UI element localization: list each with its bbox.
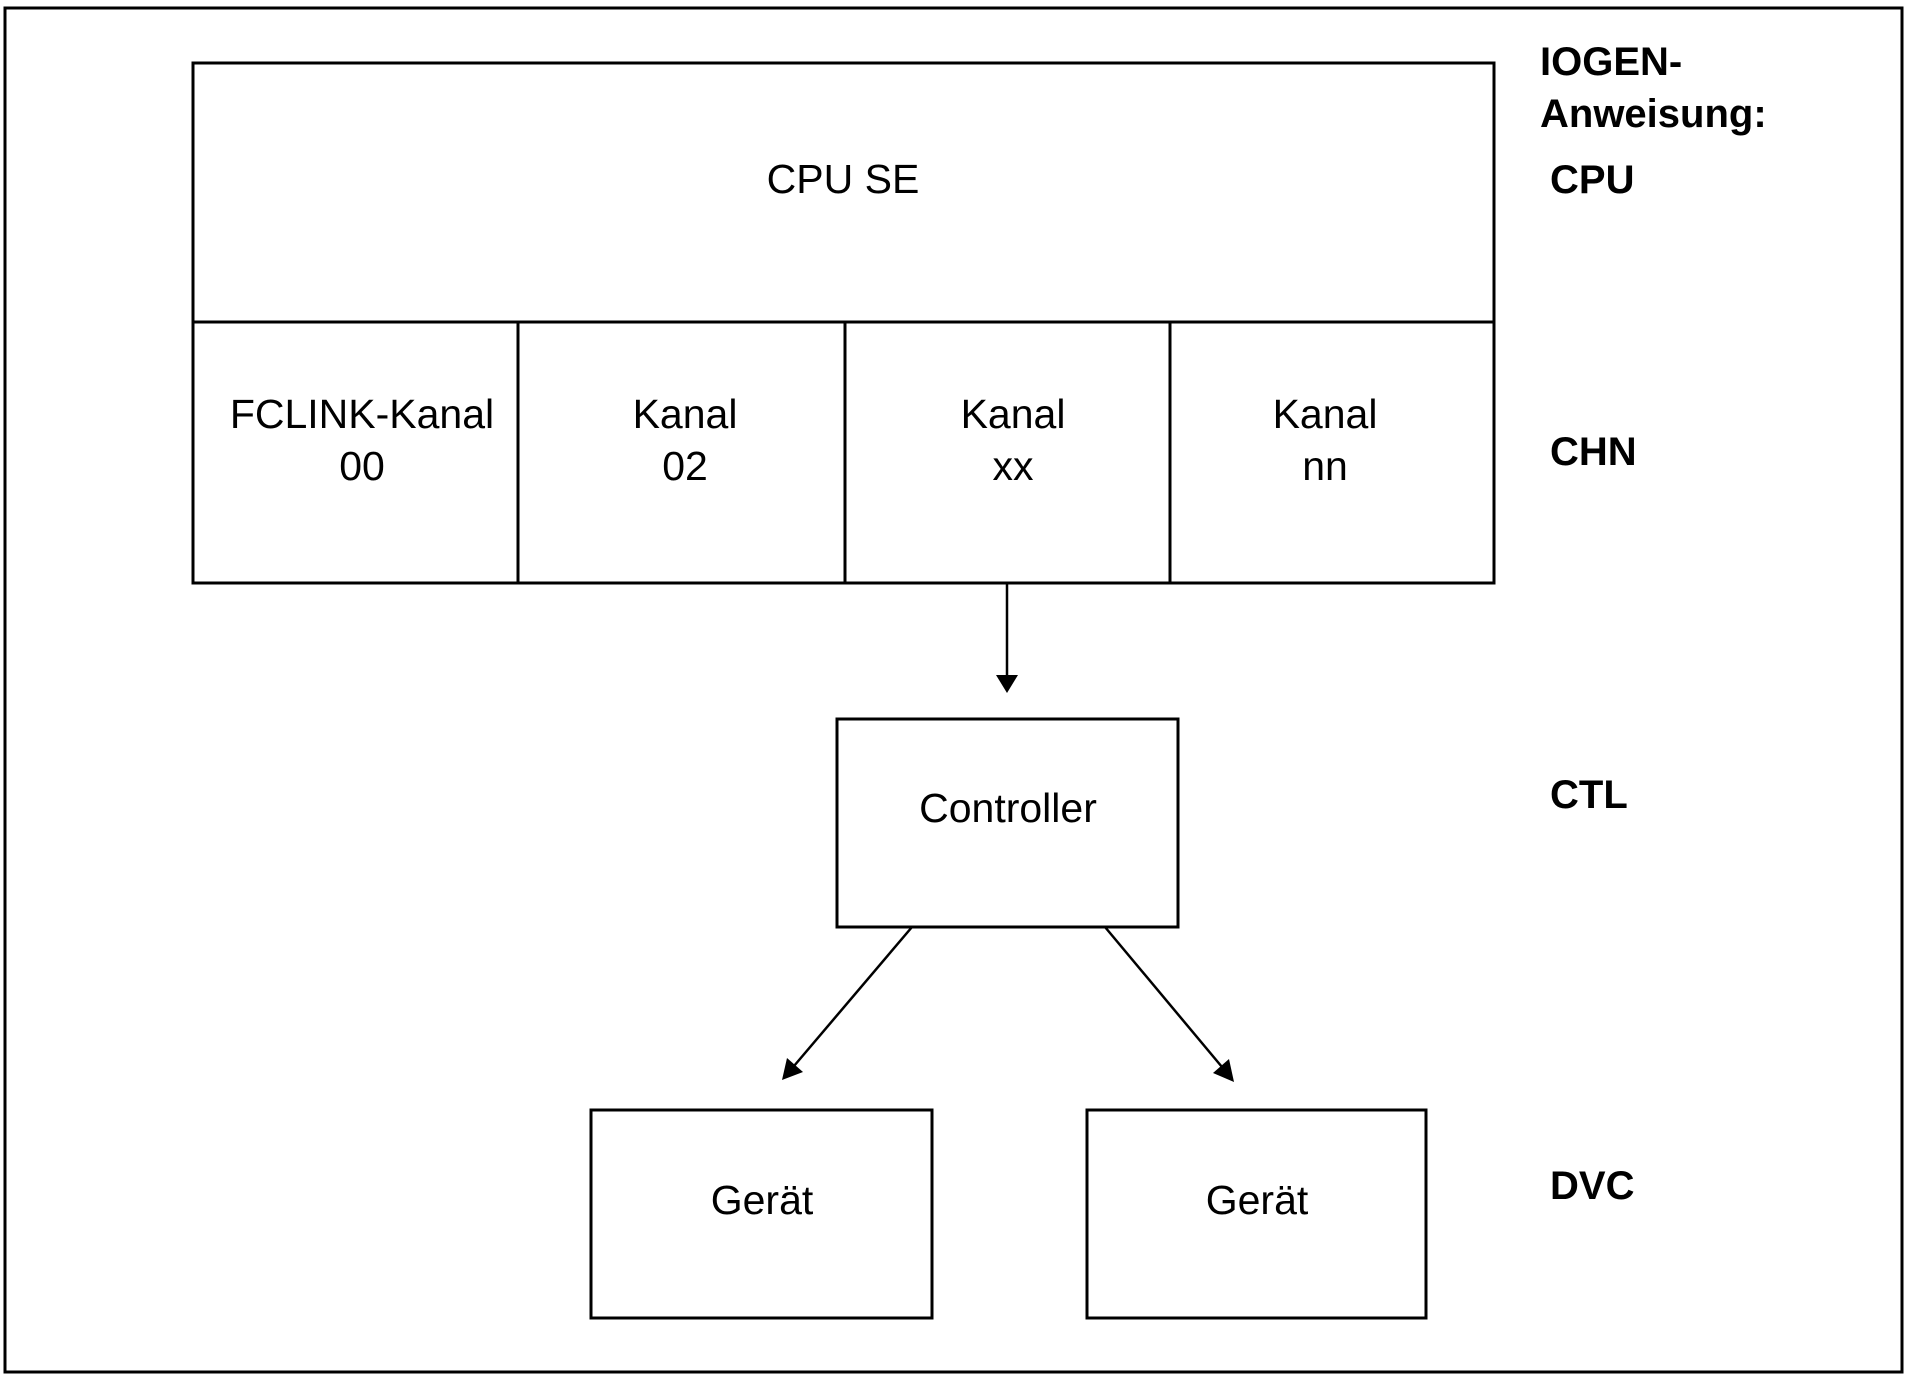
side-label-dvc: DVC bbox=[1550, 1164, 1634, 1208]
device-box-left bbox=[589, 1108, 934, 1320]
channel-label-line1: FCLINK-Kanal bbox=[230, 391, 494, 437]
cpu-box-label: CPU SE bbox=[767, 156, 920, 202]
arrow-controller-to-device-right bbox=[1104, 926, 1234, 1082]
arrow-controller-to-device-left bbox=[782, 926, 913, 1080]
channel-label-line2: nn bbox=[1302, 443, 1348, 489]
controller-label: Controller bbox=[919, 785, 1097, 831]
device-label-left: Gerät bbox=[711, 1177, 814, 1223]
arrow-channel-to-controller bbox=[996, 583, 1018, 693]
channel-cell-nn bbox=[1168, 320, 1496, 585]
channel-label-line2: 02 bbox=[662, 443, 708, 489]
channel-label-line2: 00 bbox=[339, 443, 385, 489]
channel-row: FCLINK-Kanal 00 Kanal 02 Kanal xx Kanal … bbox=[191, 320, 1496, 585]
device-label-right: Gerät bbox=[1206, 1177, 1309, 1223]
iogen-side-labels: IOGEN- Anweisung: CPU CHN CTL DVC bbox=[1540, 40, 1767, 1208]
iogen-heading-line1: IOGEN- bbox=[1540, 40, 1682, 84]
side-label-ctl: CTL bbox=[1550, 773, 1628, 817]
outer-frame bbox=[3, 6, 1904, 1374]
channel-label-line1: Kanal bbox=[961, 391, 1066, 437]
side-label-cpu: CPU bbox=[1550, 158, 1634, 202]
channel-label-line2: xx bbox=[993, 443, 1035, 489]
iogen-heading-line2: Anweisung: bbox=[1540, 92, 1767, 136]
device-box-right bbox=[1085, 1108, 1428, 1320]
channel-label-line1: Kanal bbox=[1273, 391, 1378, 437]
side-label-chn: CHN bbox=[1550, 430, 1637, 474]
channel-label-line1: Kanal bbox=[633, 391, 738, 437]
controller-box bbox=[835, 717, 1180, 929]
